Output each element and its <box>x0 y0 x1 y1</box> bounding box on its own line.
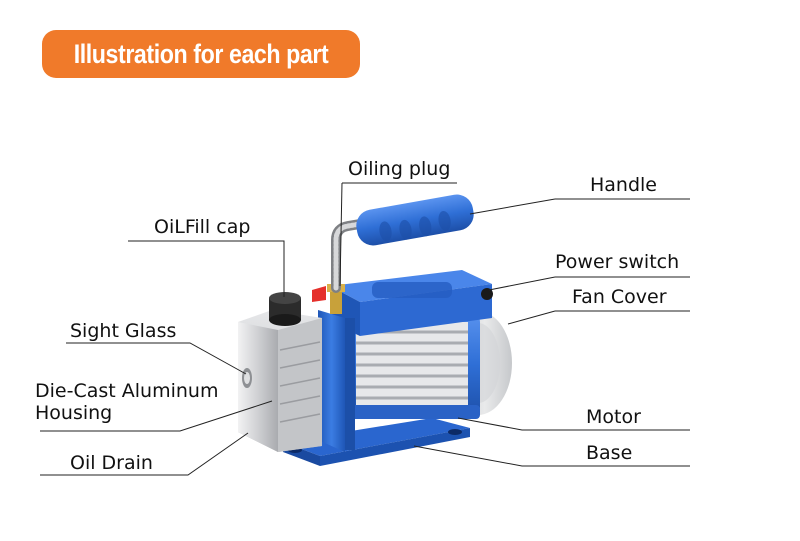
label-oiling-plug: Oiling plug <box>348 158 451 180</box>
red-valve <box>312 286 326 302</box>
label-housing-line1: Die-Cast Aluminum <box>35 380 219 402</box>
aluminum-housing <box>238 310 322 452</box>
title-banner: Illustration for each part <box>42 30 360 78</box>
motor-body <box>340 312 480 419</box>
label-oil-drain: Oil Drain <box>70 452 153 474</box>
power-switch-knob <box>481 288 493 300</box>
label-sight-glass: Sight Glass <box>70 320 177 342</box>
base-plate <box>283 418 470 466</box>
label-power-switch: Power switch <box>555 251 680 273</box>
label-fan-cover: Fan Cover <box>572 286 667 308</box>
label-housing-line2: Housing <box>35 402 113 424</box>
title-text: Illustration for each part <box>73 38 329 69</box>
label-oil-fill-cap: OiLFill cap <box>154 216 251 238</box>
label-handle: Handle <box>590 174 658 196</box>
leader-lines <box>40 182 690 476</box>
label-motor: Motor <box>586 406 641 428</box>
front-flange <box>318 310 355 452</box>
label-base: Base <box>586 442 633 464</box>
oil-fill-cap <box>269 292 301 326</box>
handle-grip <box>356 194 474 246</box>
